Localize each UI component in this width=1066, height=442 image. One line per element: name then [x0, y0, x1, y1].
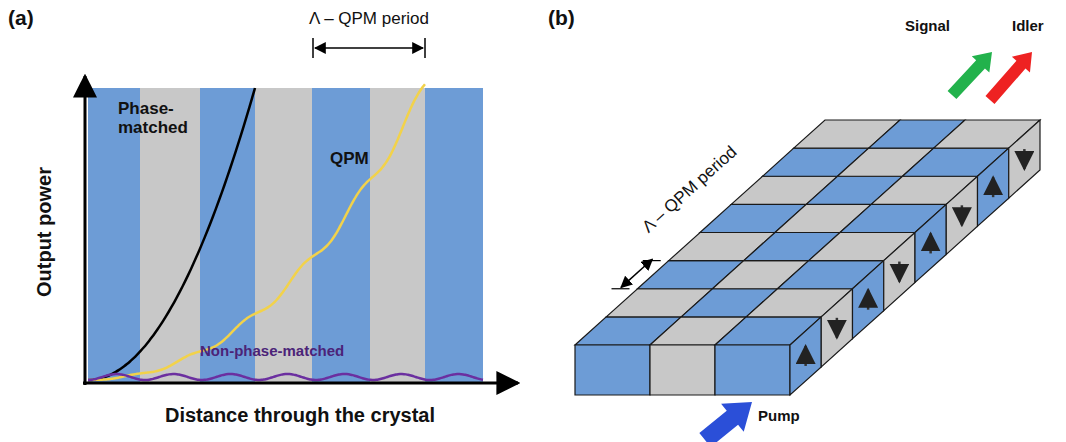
axis-title: Distance through the crystal — [165, 404, 435, 426]
polarization-arrow — [898, 262, 901, 282]
crystal-block — [575, 120, 1040, 395]
domain-side — [978, 148, 1009, 226]
crystal-domain-band — [425, 88, 483, 382]
non-phase-matched-curve — [88, 374, 483, 380]
polarization-arrow — [929, 233, 932, 253]
crystal-domain-band — [370, 88, 425, 382]
crystal-domain-band — [255, 88, 312, 382]
polarization-arrow — [992, 177, 995, 197]
y-axis — [84, 76, 87, 385]
domain-side — [1009, 120, 1040, 198]
x-axis — [83, 382, 518, 385]
beam-label: Idler — [1012, 18, 1044, 35]
curve-label: Non-phase-matched — [200, 343, 344, 360]
phase-matched-curve — [88, 88, 255, 380]
domain-side — [790, 317, 821, 395]
idler-arrow — [981, 44, 1041, 108]
domain-side — [946, 176, 977, 254]
polarization-arrow — [961, 205, 964, 225]
bracket-tick — [612, 288, 630, 289]
domain-front — [650, 345, 715, 395]
period-bracket — [313, 38, 425, 58]
domain-side — [853, 261, 884, 339]
polarization-arrow — [1023, 149, 1026, 169]
panel-letter: (a) — [8, 6, 34, 29]
polarization-arrow — [836, 318, 839, 338]
polarization-arrow — [867, 290, 870, 310]
period-label: Λ – QPM period — [309, 10, 429, 29]
domain-front — [715, 345, 790, 395]
crystal-domain-band — [312, 88, 370, 382]
axis-title: Output power — [33, 167, 55, 297]
domain-side — [821, 289, 852, 367]
domain-side — [915, 204, 946, 282]
plot-panel — [83, 38, 518, 385]
qpm-curve — [88, 84, 425, 380]
domain-side — [884, 233, 915, 311]
bracket-tick — [643, 260, 661, 261]
curve-label: QPM — [330, 150, 369, 169]
curve-label: Phase- matched — [118, 100, 200, 137]
domain-front — [575, 345, 650, 395]
polarization-arrow — [804, 346, 807, 366]
beam-label: Signal — [905, 18, 950, 35]
panel-letter: (b) — [548, 6, 575, 29]
period-bracket — [621, 259, 652, 287]
beam-label: Pump — [758, 408, 800, 425]
pump-arrow — [694, 388, 764, 442]
